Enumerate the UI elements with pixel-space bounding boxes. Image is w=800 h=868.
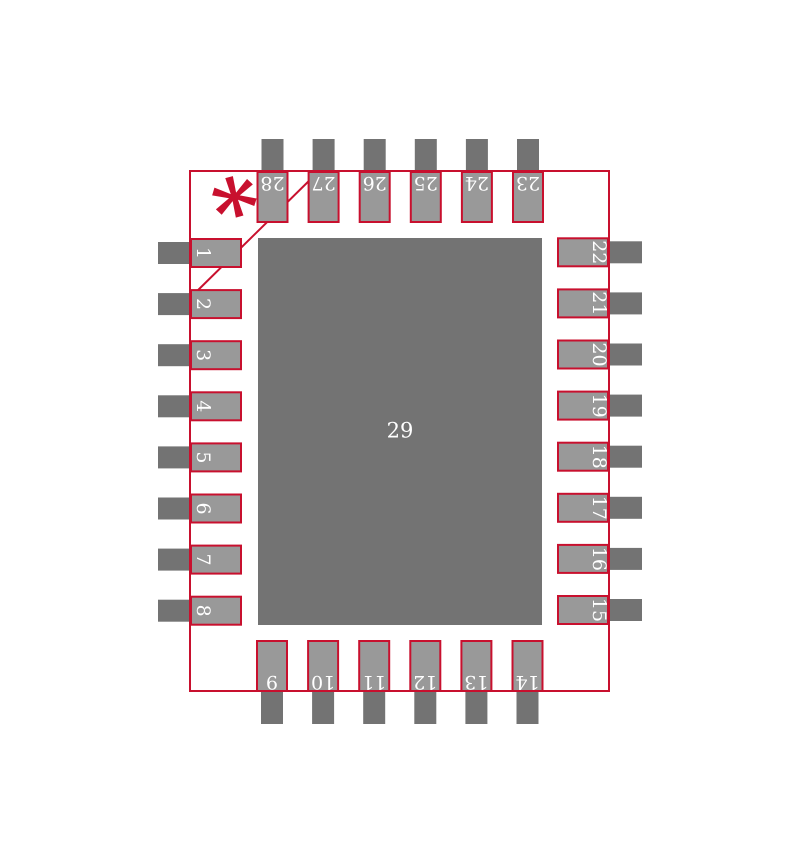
pin-label-15: 15	[588, 598, 610, 622]
pin-label-22: 22	[588, 240, 610, 264]
pin-label-20: 20	[588, 342, 610, 366]
pin-label-6: 6	[192, 502, 214, 514]
package-outline	[189, 170, 610, 692]
pad-pin-6	[190, 493, 242, 524]
pad-pin-19	[557, 390, 609, 421]
pin-label-19: 19	[588, 394, 610, 418]
pin-label-8: 8	[192, 605, 214, 617]
pad-pin-12	[409, 640, 442, 692]
pad-pin-8	[190, 595, 242, 626]
pin-label-12: 12	[413, 671, 437, 693]
pad-pin-28	[256, 171, 289, 223]
pad-pin-22	[557, 237, 609, 268]
pad-pin-21	[557, 288, 609, 319]
pin-label-5: 5	[192, 451, 214, 463]
pin-label-16: 16	[588, 547, 610, 571]
pin-label-7: 7	[192, 554, 214, 566]
pin-label-1: 1	[192, 247, 214, 259]
pin-label-4: 4	[192, 400, 214, 412]
pin-label-13: 13	[464, 671, 488, 693]
exposed-pad-label: 29	[387, 419, 414, 443]
pin-label-28: 28	[260, 172, 284, 194]
pad-pin-5	[190, 442, 242, 473]
pin-label-11: 11	[362, 671, 386, 693]
pad-pin-27	[307, 171, 340, 223]
pad-pin-16	[557, 543, 609, 574]
pin-label-9: 9	[266, 671, 278, 693]
pin-label-26: 26	[363, 172, 387, 194]
pad-pin-20	[557, 339, 609, 370]
pad-pin-15	[557, 595, 609, 625]
pad-pin-18	[557, 441, 609, 472]
pad-pin-10	[307, 640, 340, 692]
solder-pads	[190, 171, 609, 692]
pin-label-18: 18	[588, 445, 610, 469]
pin-label-25: 25	[414, 172, 438, 194]
pad-pin-25	[409, 171, 442, 223]
pad-pin-17	[557, 492, 609, 523]
pad-pin-1	[190, 238, 242, 268]
pad-pin-3	[190, 340, 242, 371]
pin-label-27: 27	[312, 172, 336, 194]
pad-pin-4	[190, 391, 242, 422]
pin-label-3: 3	[192, 349, 214, 361]
pad-pin-24	[460, 171, 493, 223]
pad-pin-9	[256, 640, 288, 692]
exposed-pad-29	[258, 238, 542, 625]
pin-label-24: 24	[465, 172, 489, 194]
pin-label-23: 23	[516, 172, 540, 194]
pin-label-21: 21	[588, 291, 610, 315]
pin-label-2: 2	[192, 298, 214, 310]
pin1-chamfer-line	[189, 170, 320, 299]
pad-pin-11	[358, 640, 391, 692]
pad-pin-14	[511, 640, 544, 692]
pad-pin-2	[190, 289, 242, 320]
pad-pin-26	[358, 171, 391, 223]
pad-pin-7	[190, 544, 242, 575]
pin-label-17: 17	[588, 496, 610, 520]
pad-pin-23	[512, 171, 544, 223]
pin-label-10: 10	[311, 671, 335, 693]
pad-pin-13	[460, 640, 493, 692]
pin-label-14: 14	[515, 671, 539, 693]
